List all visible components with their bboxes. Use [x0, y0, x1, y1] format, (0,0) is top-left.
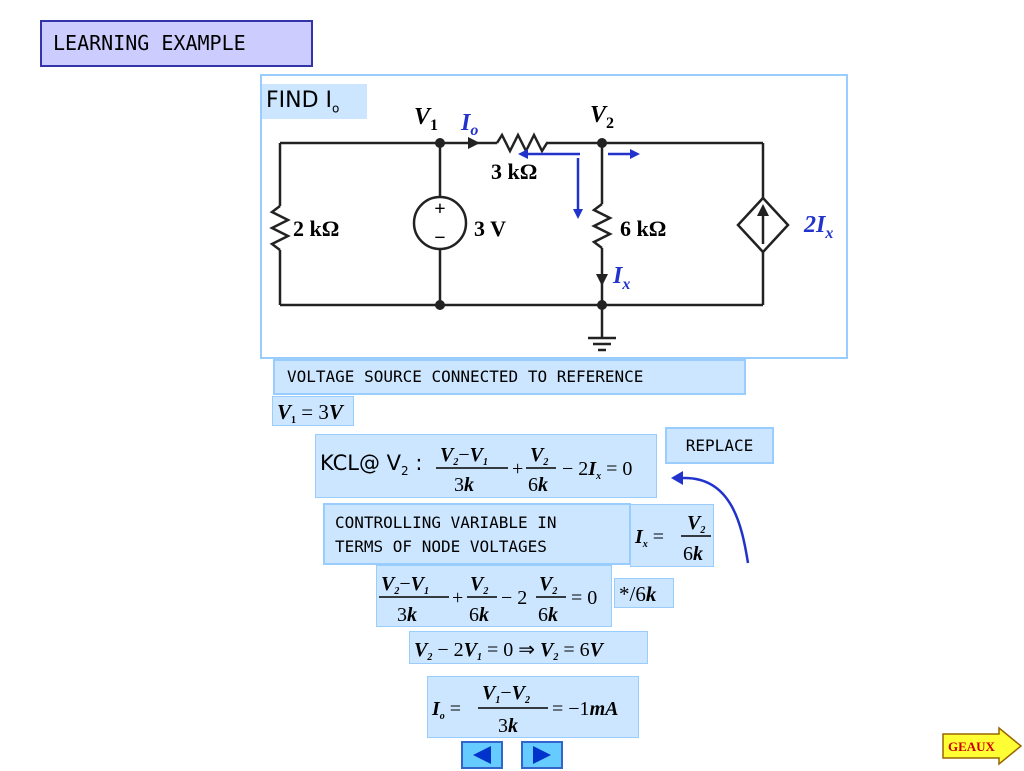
label-v2: V2 [590, 102, 614, 132]
svg-text:6k: 6k [538, 604, 558, 626]
resistor-3k [495, 132, 552, 154]
svg-text:V1−V2: V1−V2 [482, 682, 530, 706]
svg-text:*/6k: */6k [619, 582, 657, 606]
label-ix: Ix [612, 263, 630, 293]
svg-text:6k: 6k [683, 543, 703, 565]
note-controlling-variable: CONTROLLING VARIABLE IN TERMS OF NODE VO… [323, 503, 631, 565]
label-6k: 6 kΩ [620, 216, 666, 241]
label-3k: 3 kΩ [491, 159, 537, 184]
svg-text:+: + [452, 587, 463, 609]
equation-ix: Ix = V2 6k [630, 504, 714, 567]
svg-text:V1 = 3V: V1 = 3V [277, 400, 345, 426]
equation-kcl: KCL@ V2 : V2−V1 3k + V2 6k − 2Ix = 0 [315, 434, 657, 498]
svg-text:6k: 6k [469, 604, 489, 626]
label-v1: V1 [414, 104, 438, 134]
svg-text:V2: V2 [687, 512, 705, 536]
svg-text:V2−V1: V2−V1 [440, 444, 488, 468]
resistor-2k [269, 205, 291, 251]
page-title: LEARNING EXAMPLE [40, 20, 313, 67]
equation-v2-result: V2 − 2V1 = 0 ⇒ V2 = 6V [409, 631, 648, 664]
find-label: FIND Io [262, 84, 367, 119]
svg-text:= 0: = 0 [571, 587, 597, 609]
triangle-right-icon [533, 746, 551, 764]
label-io: Io [460, 110, 478, 139]
svg-text:V2 − 2V1 = 0 ⇒ V2 = 6V: V2 − 2V1 = 0 ⇒ V2 = 6V [414, 639, 605, 663]
note-replace: REPLACE [665, 427, 774, 464]
svg-text:= −1mA: = −1mA [552, 698, 618, 720]
label-3v: 3 V [474, 216, 506, 241]
note-controlling-line2: TERMS OF NODE VOLTAGES [335, 537, 547, 556]
equation-io-result: Io = V1−V2 3k = −1mA [427, 676, 639, 738]
note-voltage-source-reference: VOLTAGE SOURCE CONNECTED TO REFERENCE [273, 359, 746, 395]
triangle-left-icon [473, 746, 491, 764]
minus-sign: − [434, 227, 445, 249]
geaux-button[interactable]: GEAUX [941, 726, 1023, 766]
find-text: FIND I [266, 88, 333, 113]
arrow-right-icon [942, 726, 1023, 766]
svg-text:3k: 3k [397, 604, 417, 626]
note-controlling-line1: CONTROLLING VARIABLE IN [335, 513, 557, 532]
svg-text:− 2Ix = 0: − 2Ix = 0 [562, 458, 632, 482]
node-v2 [597, 138, 607, 148]
svg-text:3k: 3k [454, 474, 474, 496]
equation-substituted: V2−V1 3k + V2 6k − 2 V2 6k = 0 [376, 565, 612, 627]
prev-slide-button[interactable] [461, 741, 503, 769]
next-slide-button[interactable] [521, 741, 563, 769]
svg-text:V2: V2 [470, 573, 488, 597]
equation-v1: V1 = 3V [272, 396, 354, 426]
find-subscript: o [332, 101, 340, 116]
label-dependent-source: 2Ix [803, 212, 833, 242]
replace-arrow [671, 471, 750, 564]
svg-text:V2: V2 [539, 573, 557, 597]
circuit-diagram: + − V1 V2 Io 3 kΩ 2 kΩ 3 V 6 kΩ Ix 2Ix [269, 102, 833, 352]
svg-text:+: + [512, 458, 523, 480]
circuit-panel [260, 74, 848, 359]
resistor-6k [591, 203, 613, 249]
geaux-label: GEAUX [948, 739, 996, 754]
kcl-prefix: KCL@ V2 : [320, 451, 423, 479]
svg-text:V2: V2 [530, 444, 548, 468]
svg-text:− 2: − 2 [501, 587, 527, 609]
label-2k: 2 kΩ [293, 216, 339, 241]
equation-scale: */6k [614, 578, 674, 608]
svg-text:6k: 6k [528, 474, 548, 496]
svg-text:V2−V1: V2−V1 [381, 573, 429, 597]
svg-text:Io =: Io = [431, 698, 461, 722]
plus-sign: + [434, 198, 445, 220]
svg-text:3k: 3k [498, 715, 518, 737]
svg-text:Ix =: Ix = [634, 526, 664, 550]
node-v1 [435, 138, 445, 148]
